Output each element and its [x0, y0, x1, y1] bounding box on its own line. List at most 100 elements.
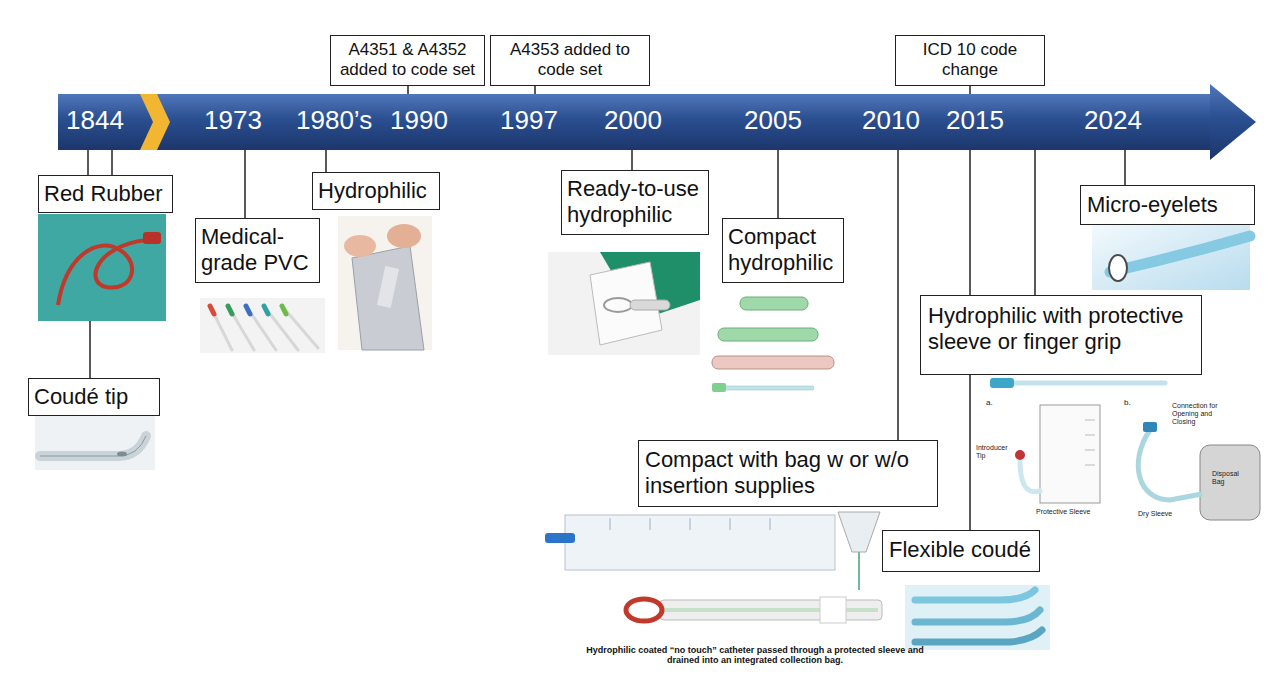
catheter: [210, 306, 232, 350]
photo-ground: [1092, 220, 1250, 290]
node-text: Compact with bag w or w/o insertion supp…: [645, 447, 931, 500]
catheter-tube: [858, 552, 860, 590]
catheter-grip: [712, 383, 726, 392]
leader-line: [534, 85, 536, 94]
leader-line: [969, 85, 971, 94]
figure-label: Dry Sleeve: [1138, 510, 1172, 518]
disposal-bag: [1200, 445, 1260, 520]
funnel: [838, 512, 880, 552]
sleeve-tube: [1020, 460, 1042, 492]
arrow-head: [1210, 84, 1256, 160]
coil: [604, 298, 632, 312]
node-text: Compact hydrophilic: [728, 224, 838, 277]
year-label: 1973: [204, 106, 262, 136]
chevron: [140, 94, 170, 150]
code-box: A4351 & A4352 added to code set: [330, 35, 485, 86]
figure-label: a.: [986, 398, 993, 407]
code-box: ICD 10 code change: [895, 35, 1045, 86]
node-text: Hydrophilic: [318, 178, 434, 204]
year-label: 2015: [946, 106, 1004, 136]
catheter: [228, 306, 254, 350]
node-text: Red Rubber: [44, 181, 167, 207]
collection-bag: [1040, 405, 1100, 503]
milestone-box: Micro-eyelets: [1080, 185, 1255, 225]
node-text: ICD 10 code change: [900, 40, 1040, 81]
leader-line: [407, 85, 409, 94]
catheter-tube: [58, 240, 146, 305]
catheter-end: [630, 300, 670, 310]
milestone-box: Hydrophilic with protective sleeve or fi…: [920, 295, 1202, 375]
leader-line: [87, 150, 89, 175]
bag-mark: [730, 518, 731, 530]
bag-mark: [1085, 420, 1095, 421]
photo-ground: [200, 298, 325, 353]
red-handle: [626, 599, 662, 621]
year-label: 1990: [390, 106, 448, 136]
compact-photo: [712, 297, 834, 392]
photo-ground: [548, 252, 700, 355]
code-box: A4353 added to code set: [490, 35, 650, 86]
figure-label: b.: [1124, 398, 1131, 407]
ready-to-use-photo: [548, 252, 700, 355]
color-end: [210, 306, 214, 314]
connector: [1143, 422, 1157, 432]
micro-eyelet-photo: [1092, 220, 1250, 290]
introducer-tip: [1015, 450, 1025, 460]
photo-ground: [38, 214, 166, 321]
photo-ground: [905, 585, 1050, 650]
figure-label: Protective Sleeve: [1036, 508, 1090, 516]
pvc-photo: [200, 298, 325, 353]
bag-kit-photo: [545, 512, 882, 623]
node-text: A4351 & A4352 added to code set: [335, 40, 480, 81]
bag-mark: [1085, 435, 1095, 436]
hand: [387, 224, 421, 248]
bag-mark: [1085, 450, 1095, 451]
node-text: Flexible coudé: [889, 537, 1033, 563]
red-rubber-photo: [38, 214, 166, 321]
finger-grip: [990, 378, 1014, 388]
catheter-funnel: [143, 232, 161, 244]
milestone-box: Red Rubber: [38, 175, 173, 213]
leader-line: [111, 150, 113, 175]
sleeve-tube: [1138, 430, 1202, 500]
label-strip: [820, 597, 846, 623]
node-text: Ready-to-use hydrophilic: [567, 176, 703, 229]
node-text: Micro-eyelets: [1087, 192, 1248, 218]
leader-line: [969, 150, 971, 295]
catheter-tube: [915, 630, 1042, 642]
milestone-box: Coudé tip: [28, 378, 160, 416]
timeline-band: [58, 94, 1214, 150]
leader-line: [89, 321, 91, 378]
compact-catheter: [740, 297, 808, 310]
connector: [545, 533, 575, 543]
catheter-tube: [1012, 381, 1165, 386]
milestone-box: Compact hydrophilic: [722, 218, 844, 283]
coude-tip-photo: [35, 415, 155, 470]
figure-label: Connection for Opening and Closing: [1172, 402, 1234, 426]
milestone-box: Hydrophilic: [312, 172, 440, 210]
year-label: 1997: [500, 106, 558, 136]
bag-mark: [610, 518, 611, 530]
package-print: [377, 266, 399, 308]
leader-line: [969, 375, 971, 530]
leader-line: [631, 150, 633, 170]
year-label: 2000: [604, 106, 662, 136]
leader-line: [1124, 150, 1126, 185]
leader-line: [1034, 150, 1036, 295]
leader-line: [897, 150, 899, 440]
color-end: [246, 306, 250, 314]
catheter-tube: [915, 610, 1040, 622]
milestone-box: Compact with bag w or w/o insertion supp…: [638, 440, 938, 507]
hand: [344, 235, 376, 257]
bag-mark: [1085, 465, 1095, 466]
figure-label: Introducer Tip: [976, 444, 1014, 460]
compact-catheter: [718, 386, 814, 390]
year-label: 1844: [66, 106, 124, 136]
bag-mark: [770, 518, 771, 530]
milestone-box: Flexible coudé: [882, 530, 1040, 572]
catheter-tube: [915, 590, 1035, 600]
collection-bag: [565, 515, 835, 570]
color-end: [228, 306, 232, 314]
photo-ground: [338, 216, 432, 350]
